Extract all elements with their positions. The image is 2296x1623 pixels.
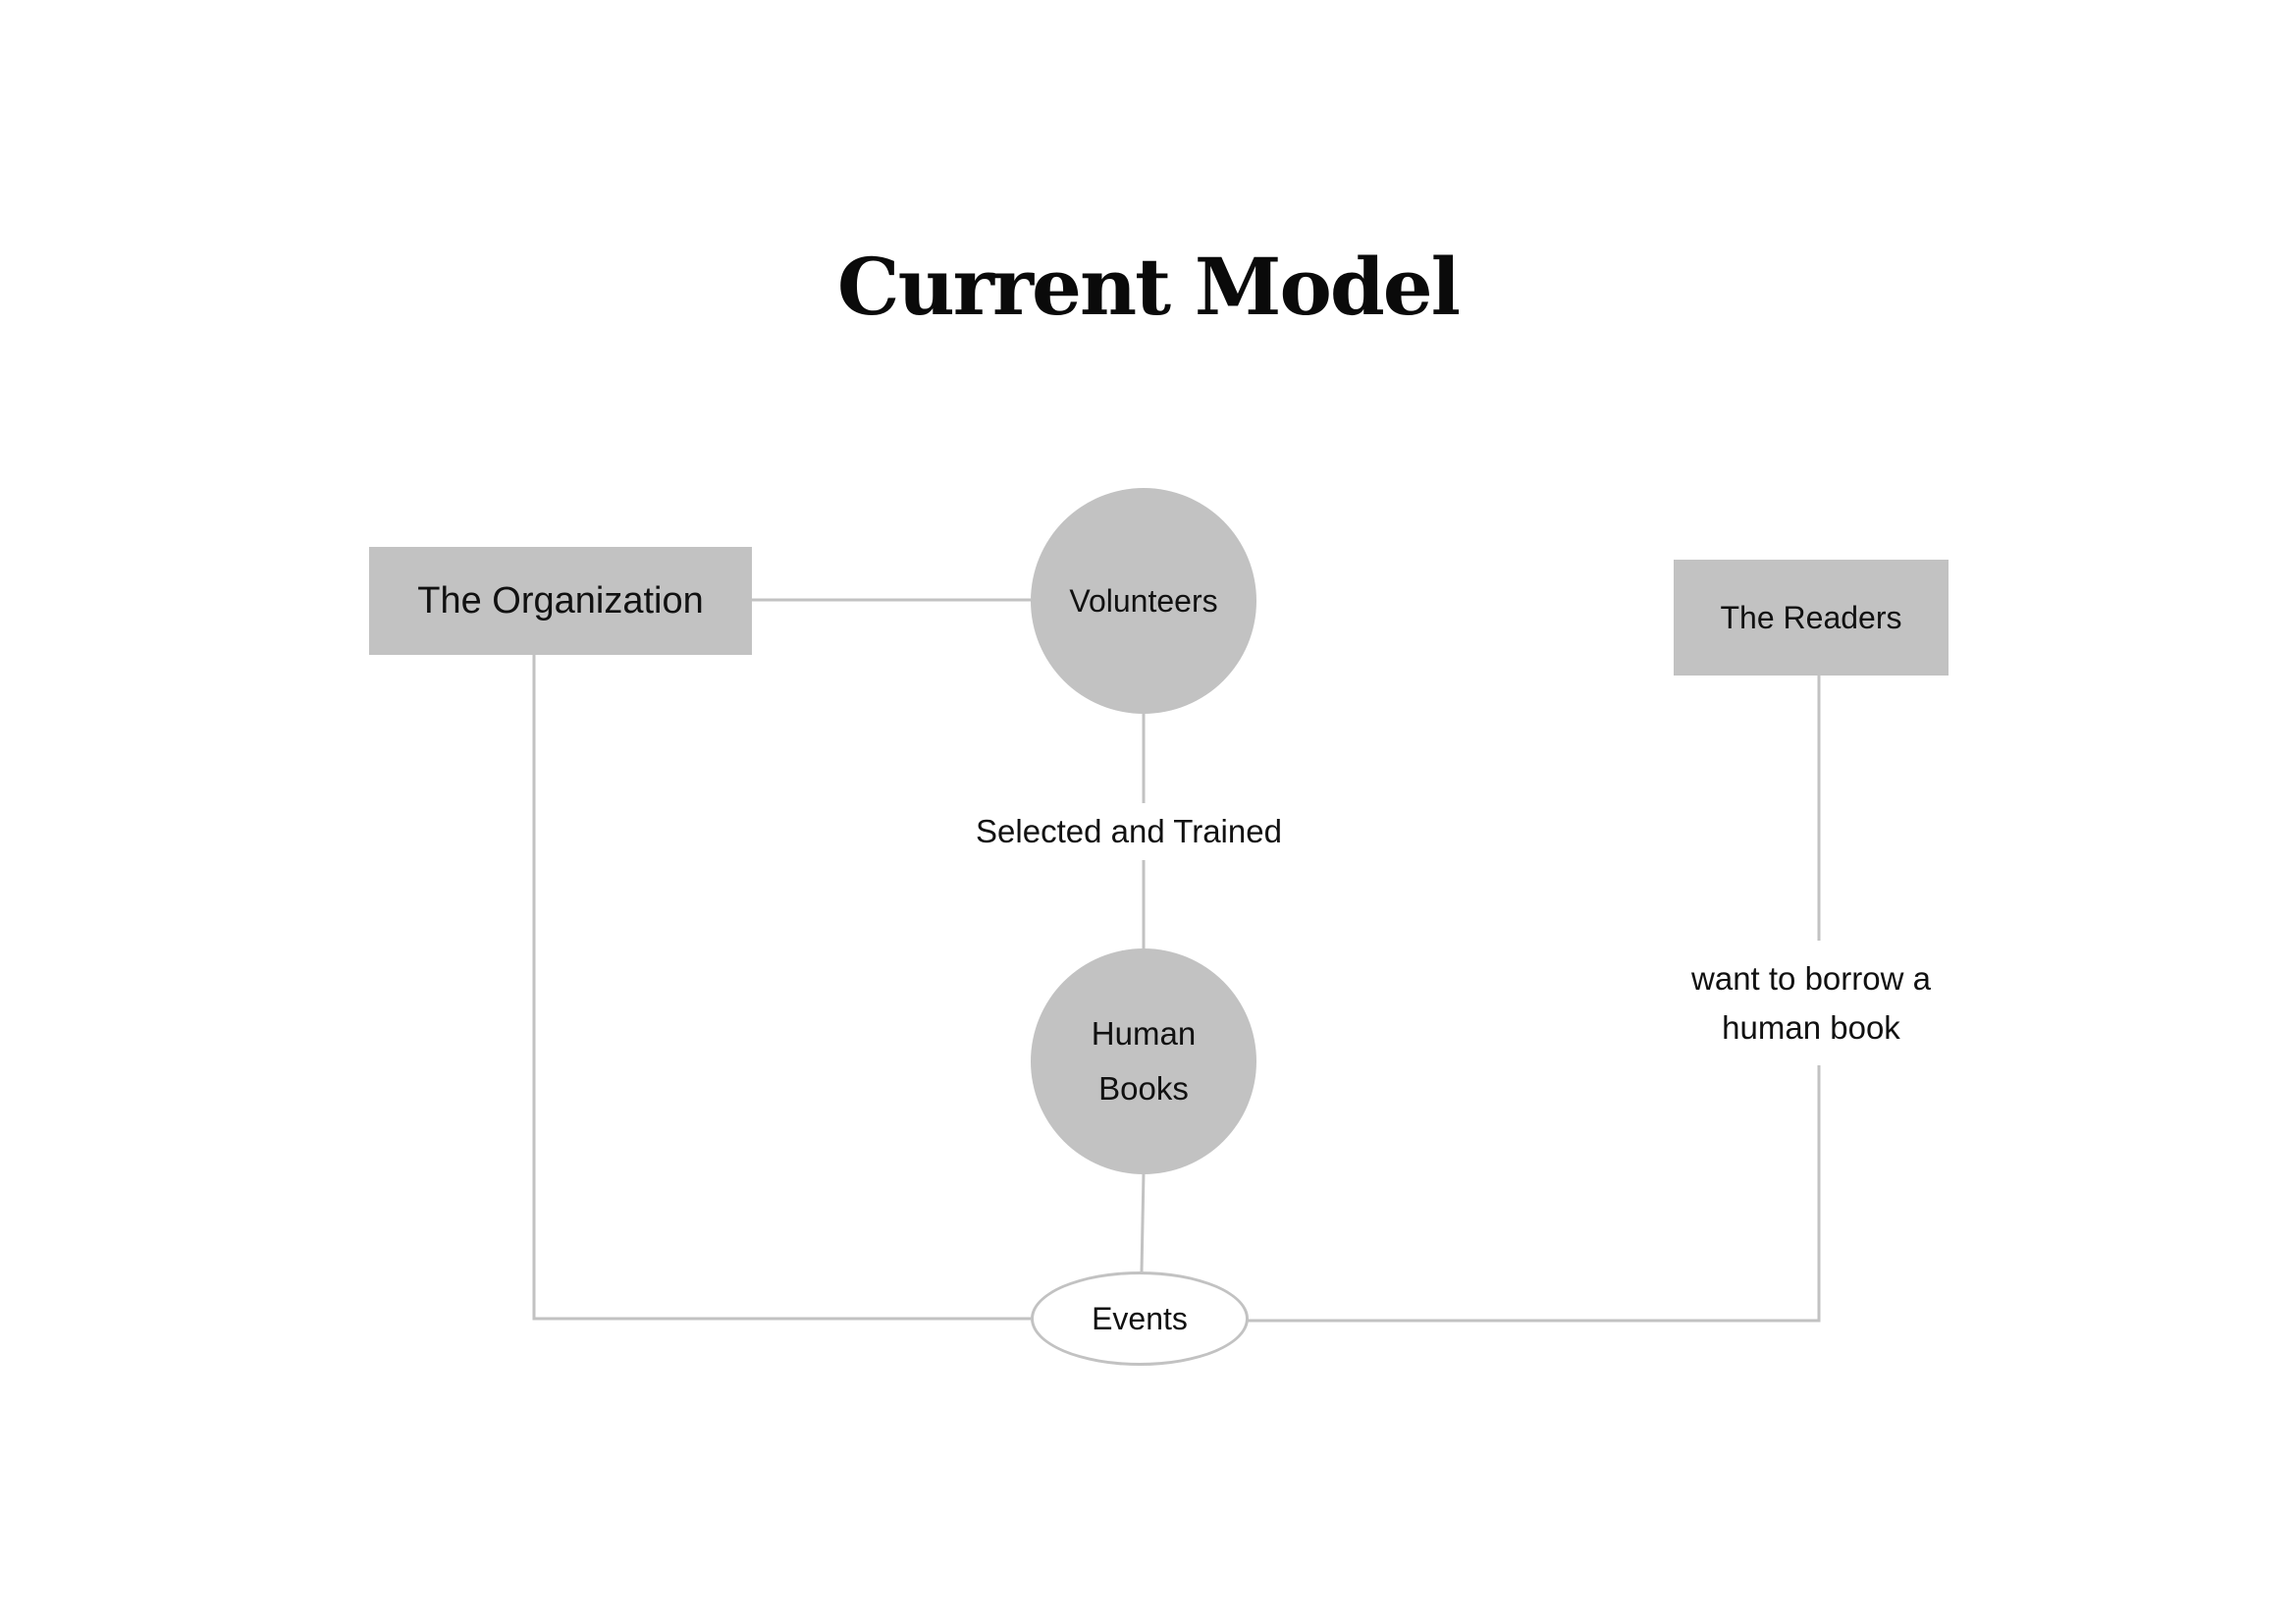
readers-node: The Readers	[1674, 560, 1949, 676]
connector-organization-events	[532, 655, 1031, 1321]
organization-label: The Organization	[417, 579, 704, 622]
human-books-label-line1: Human	[1091, 1014, 1197, 1052]
connector-readers-events	[1248, 675, 1821, 1323]
edge-label-want-to-borrow: want to borrow a human book	[1659, 941, 1963, 1065]
readers-label: The Readers	[1720, 599, 1902, 635]
events-label: Events	[1092, 1300, 1188, 1336]
human-books-label-line2: Books	[1098, 1070, 1189, 1107]
page-title: Current Model	[836, 241, 1461, 333]
connector-human-books-events	[1140, 1171, 1146, 1272]
want-to-borrow-line2: human book	[1722, 1008, 1900, 1046]
edge-label-selected-and-trained: Selected and Trained	[962, 803, 1296, 860]
want-to-borrow-line1: want to borrow a	[1691, 960, 1931, 997]
organization-node: The Organization	[369, 547, 752, 655]
events-node: Events	[1031, 1271, 1249, 1366]
human-books-node: Human Books	[1031, 948, 1256, 1174]
volunteers-node: Volunteers	[1031, 488, 1256, 714]
volunteers-label: Volunteers	[1069, 582, 1218, 619]
selected-and-trained-text: Selected and Trained	[976, 813, 1282, 849]
